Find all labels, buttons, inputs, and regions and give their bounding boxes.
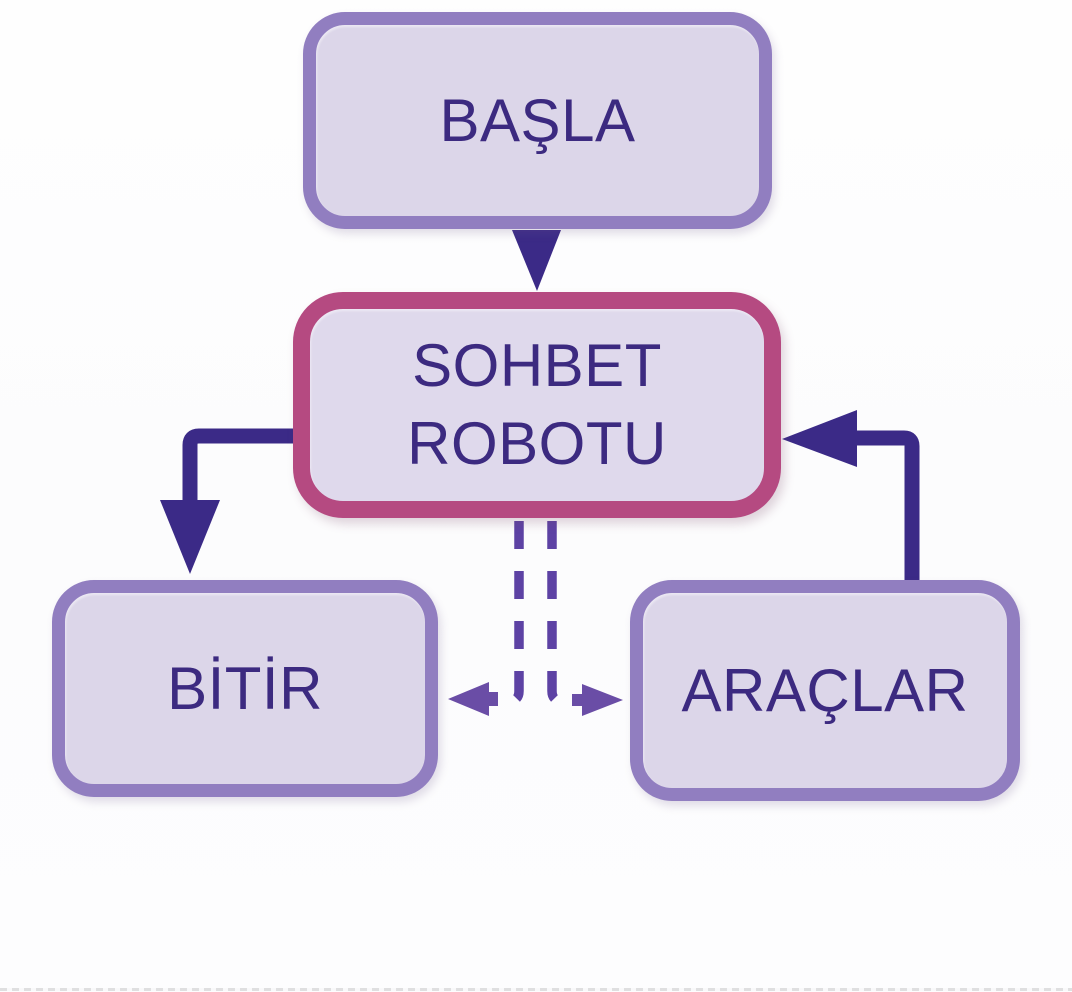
edge-basla-to-sohbet-arrowhead-icon bbox=[512, 230, 561, 291]
node-araclar-label: ARAÇLAR bbox=[681, 656, 969, 724]
edge-dashed-to-araclar-shaft bbox=[547, 521, 578, 706]
edge-dashed-to-bitir-shaft bbox=[493, 521, 524, 706]
node-basla: BAŞLA bbox=[303, 12, 772, 229]
node-bitir-label: BİTİR bbox=[167, 654, 323, 722]
edge-sohbet-to-bitir-arrowhead-icon bbox=[160, 500, 220, 574]
node-basla-label: BAŞLA bbox=[439, 86, 636, 154]
edge-araclar-to-sohbet-arrowhead-icon bbox=[782, 410, 857, 467]
node-sohbet-robotu: SOHBET ROBOTU bbox=[293, 292, 781, 518]
edge-dashed-to-bitir-arrowhead-icon bbox=[448, 682, 498, 716]
edge-araclar-to-sohbet-shaft bbox=[856, 430, 920, 582]
node-sohbet-robotu-label: SOHBET ROBOTU bbox=[407, 332, 667, 477]
edge-dashed-to-araclar-arrowhead-icon bbox=[572, 684, 623, 716]
scan-edge-artifact bbox=[0, 988, 1072, 991]
node-araclar: ARAÇLAR bbox=[630, 580, 1020, 801]
edge-sohbet-to-bitir-shaft bbox=[182, 428, 294, 502]
node-bitir: BİTİR bbox=[52, 580, 438, 797]
